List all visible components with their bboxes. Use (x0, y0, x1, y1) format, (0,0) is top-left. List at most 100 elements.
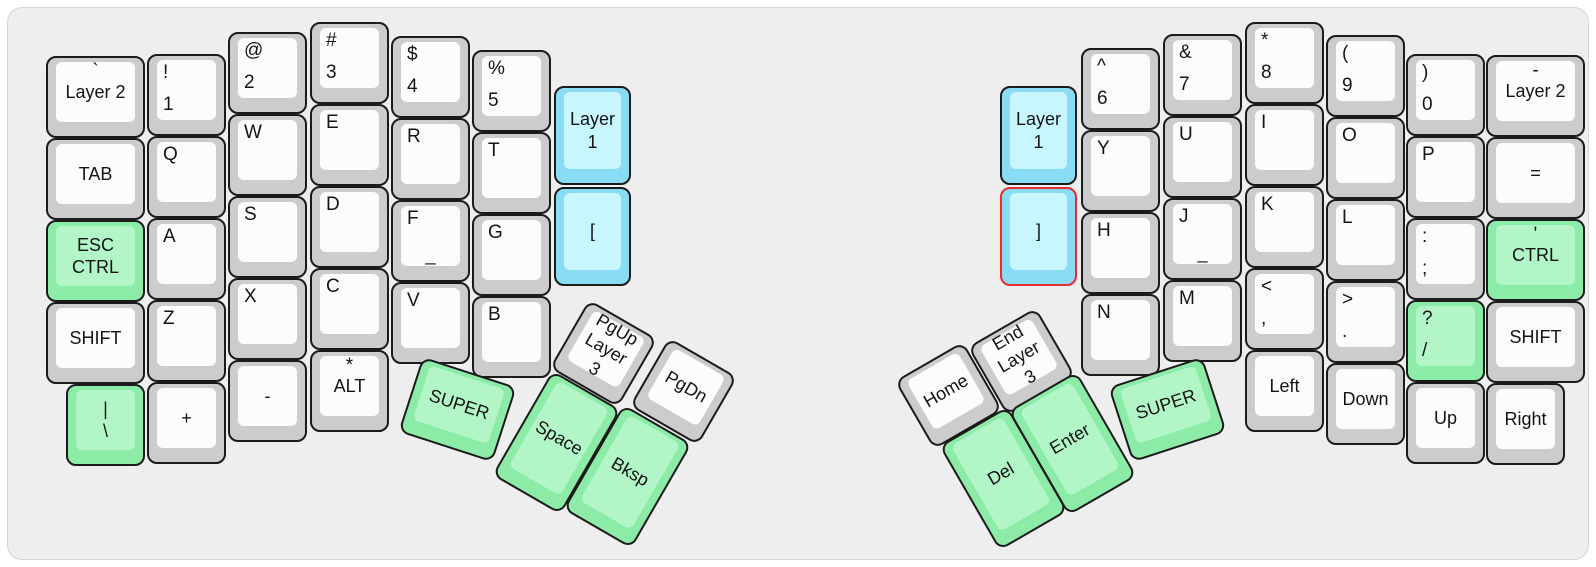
key-greaterthan-period[interactable]: >. (1326, 281, 1405, 363)
key-question-slash[interactable]: ?/ (1406, 300, 1485, 382)
keycap-top (401, 124, 460, 184)
key-plus[interactable]: + (147, 382, 226, 464)
keycap-top (238, 366, 297, 426)
key-z[interactable]: Z (147, 300, 226, 382)
keycap-top (906, 351, 986, 431)
keycap-top (1416, 224, 1475, 284)
keycap-top (566, 309, 646, 389)
keycap-top (1255, 356, 1314, 416)
key-caret-6[interactable]: ^6 (1081, 48, 1160, 130)
key-at-2[interactable]: @2 (228, 32, 307, 114)
key-quote-ctrl[interactable]: 'CTRL (1486, 219, 1585, 301)
key-layer1-right[interactable]: Layer 1 (1000, 86, 1077, 185)
key-n[interactable]: N (1081, 294, 1160, 376)
keycap-top (482, 302, 541, 362)
keycap-top (76, 390, 135, 450)
key-i[interactable]: I (1245, 104, 1324, 186)
key-minus[interactable]: - (228, 360, 307, 442)
key-k[interactable]: K (1245, 186, 1324, 268)
keycap-top (1336, 41, 1395, 101)
key-tab[interactable]: TAB (46, 138, 145, 220)
keycap-top (1416, 60, 1475, 120)
keycap-top (1091, 54, 1150, 114)
key-lessthan-comma[interactable]: <, (1245, 268, 1324, 350)
key-close-bracket[interactable]: ] (1000, 187, 1077, 286)
key-y[interactable]: Y (1081, 130, 1160, 212)
key-paren-0[interactable]: )0 (1406, 54, 1485, 136)
keycap-top (1255, 28, 1314, 88)
keycap-top (564, 193, 621, 270)
keycap-top (1336, 369, 1395, 429)
key-ampersand-7[interactable]: &7 (1163, 34, 1242, 116)
key-dollar-4[interactable]: $4 (391, 36, 470, 118)
keycap-top (401, 206, 460, 266)
keycap-top (56, 308, 135, 368)
keycap-top (1010, 92, 1067, 169)
key-up[interactable]: Up (1406, 382, 1485, 464)
key-shift-left[interactable]: SHIFT (46, 302, 145, 384)
key-t[interactable]: T (472, 132, 551, 214)
keycap-top (1173, 122, 1232, 182)
key-l[interactable]: L (1326, 199, 1405, 281)
key-hash-3[interactable]: #3 (310, 22, 389, 104)
key-shift-right[interactable]: SHIFT (1486, 301, 1585, 383)
key-right[interactable]: Right (1486, 383, 1565, 465)
keycap-top (1091, 218, 1150, 278)
key-v[interactable]: V (391, 282, 470, 364)
keycap-top (979, 317, 1059, 397)
key-minus-layer2[interactable]: -Layer 2 (1486, 55, 1585, 137)
keycap-top (1173, 204, 1232, 264)
key-equals[interactable]: = (1486, 137, 1585, 219)
key-e[interactable]: E (310, 104, 389, 186)
keycap-top (401, 288, 460, 348)
key-m[interactable]: M (1163, 280, 1242, 362)
key-pipe-backslash[interactable]: | \ (66, 384, 145, 466)
key-colon-semicolon[interactable]: :; (1406, 218, 1485, 300)
keycap-top (238, 284, 297, 344)
key-percent-5[interactable]: %5 (472, 50, 551, 132)
keycap-top (1496, 225, 1575, 285)
key-p[interactable]: P (1406, 136, 1485, 218)
key-g[interactable]: G (472, 214, 551, 296)
key-o[interactable]: O (1326, 117, 1405, 199)
keycap-top (238, 120, 297, 180)
key-q[interactable]: Q (147, 136, 226, 218)
keycap-top (1496, 307, 1575, 367)
keycap-top (238, 38, 297, 98)
key-paren-9[interactable]: (9 (1326, 35, 1405, 117)
key-exclamation-1[interactable]: !1 (147, 54, 226, 136)
keycap-top (482, 220, 541, 280)
keycap-top (1416, 142, 1475, 202)
key-c[interactable]: C (310, 268, 389, 350)
key-h[interactable]: H (1081, 212, 1160, 294)
keycap-top (1010, 193, 1067, 270)
key-u[interactable]: U (1163, 116, 1242, 198)
keycap-top (56, 62, 135, 122)
key-left[interactable]: Left (1245, 350, 1324, 432)
key-asterisk-8[interactable]: *8 (1245, 22, 1324, 104)
key-layer1-left[interactable]: Layer 1 (554, 86, 631, 185)
key-x[interactable]: X (228, 278, 307, 360)
key-down[interactable]: Down (1326, 363, 1405, 445)
keycap-top (157, 388, 216, 448)
key-w[interactable]: W (228, 114, 307, 196)
key-b[interactable]: B (472, 296, 551, 378)
key-open-bracket[interactable]: [ (554, 187, 631, 286)
key-s[interactable]: S (228, 196, 307, 278)
keycap-top (646, 347, 726, 427)
keycap-top (157, 306, 216, 366)
key-j[interactable]: J_ (1163, 198, 1242, 280)
key-r[interactable]: R (391, 118, 470, 200)
keycap-top (157, 142, 216, 202)
key-esc-ctrl[interactable]: ESC CTRL (46, 220, 145, 302)
keycap-top (1091, 136, 1150, 196)
keycap-top (482, 138, 541, 198)
key-f[interactable]: F_ (391, 200, 470, 282)
keycap-top (564, 92, 621, 169)
key-d[interactable]: D (310, 186, 389, 268)
key-grave-layer2[interactable]: `Layer 2 (46, 56, 145, 138)
keycap-top (157, 224, 216, 284)
key-a[interactable]: A (147, 218, 226, 300)
key-asterisk-alt[interactable]: *ALT (310, 350, 389, 432)
